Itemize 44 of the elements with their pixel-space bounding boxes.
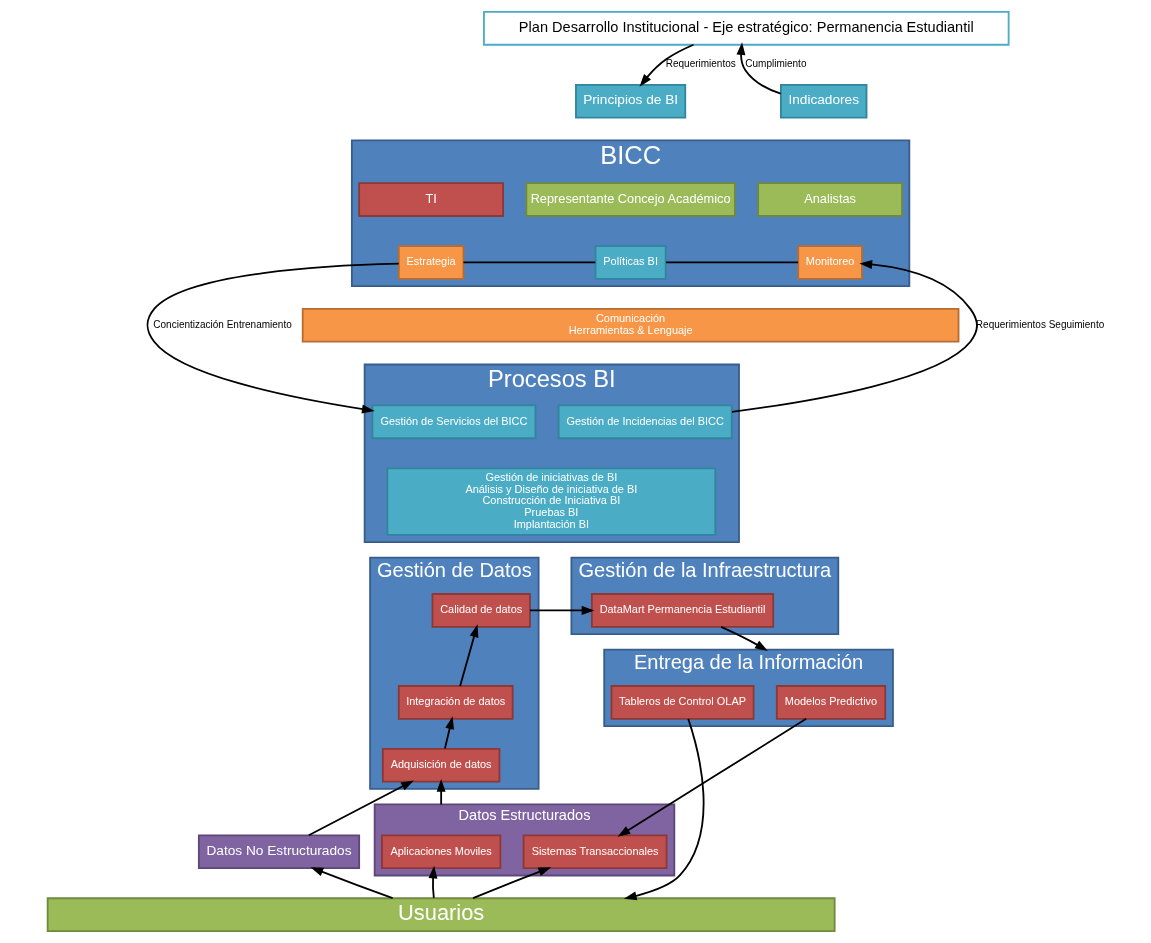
node-box: Monitoreo (797, 245, 863, 280)
node-box: Analistas (757, 182, 903, 217)
arrow (623, 717, 705, 901)
node-box: Calidad de datos (431, 593, 531, 628)
node-box: Políticas BI (594, 245, 667, 280)
node-box: Usuarios (46, 897, 836, 932)
node-box: DataMart Permanencia Estudiantil (591, 593, 775, 628)
node-box: Gestión de iniciativas de BI Análisis y Diseño de iniciativa de BI Construcción de Iniciativa BI Pruebas BI Implantación BI (386, 467, 717, 536)
node-box: Principios de BI (575, 83, 687, 119)
node-box: Aplicaciones Moviles (381, 834, 502, 870)
node-box: Representante Concejo Académico (525, 182, 736, 217)
edge-label: Requerimientos Seguimiento (975, 318, 1105, 330)
node-box: Integración de datos (397, 685, 514, 720)
edge-label: Concientización Entrenamiento (153, 318, 292, 330)
node-box: Sistemas Transaccionales (522, 834, 668, 870)
arrow (436, 778, 446, 806)
arrow (307, 780, 414, 837)
arrow (310, 867, 394, 900)
arrow (720, 625, 768, 651)
node-box: Modelos Predictivo (775, 685, 887, 720)
arrow (444, 716, 454, 750)
node-box: Datos No Estructurados (197, 834, 361, 870)
node-box: Tableros de Control OLAP (610, 685, 755, 720)
arrow (639, 43, 695, 87)
node-box: Estrategia (397, 245, 465, 280)
edge-label: Requerimientos (665, 58, 736, 70)
edge-label: Cumplimiento (745, 58, 807, 70)
arrow (428, 865, 438, 899)
arrow (617, 717, 808, 837)
node-box: Gestión de Servicios del BICC (371, 404, 537, 440)
arrow (146, 262, 400, 414)
connector (462, 261, 597, 264)
connector (665, 261, 799, 264)
arrow (459, 624, 479, 687)
node-box: Gestión de Incidencias del BICC (557, 404, 733, 440)
node-box: Comunicación Herramientas & Lenguaje (301, 308, 960, 343)
arrow (736, 42, 782, 95)
node-box: Indicadores (780, 83, 868, 119)
arrow (731, 260, 978, 413)
node-box: Plan Desarrollo Institucional - Eje estratégico: Permanencia Estudiantil (483, 11, 1010, 46)
arrow (529, 605, 595, 615)
node-box: Adquisición de datos (381, 747, 501, 783)
arrow (472, 867, 552, 900)
node-box: TI (358, 182, 504, 217)
